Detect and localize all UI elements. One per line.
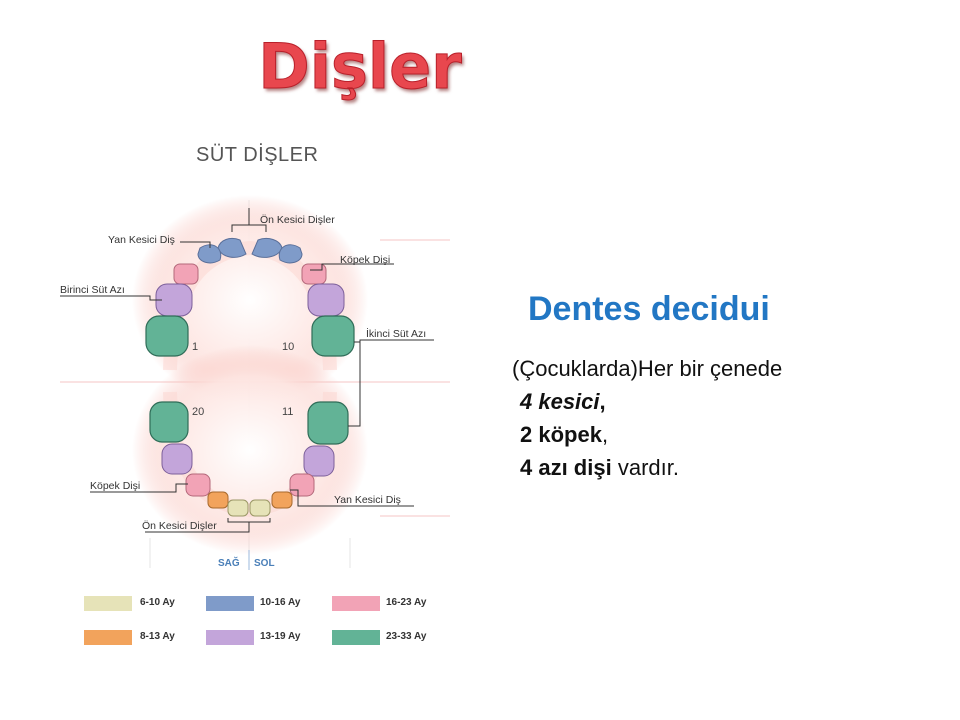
legend-label-2: 10-16 Ay (260, 597, 301, 608)
molar-line: 4 azı dişi vardır. (520, 455, 679, 481)
lower-arch-glow (132, 345, 368, 555)
legend-swatch-5 (206, 630, 254, 645)
upper-lateral-incisor-left (278, 244, 303, 264)
legend-label-4: 8-13 Ay (140, 631, 175, 642)
tooth-number-10: 10 (282, 341, 295, 353)
side-label-right: SAĞ (218, 558, 240, 569)
molar-tail: vardır. (611, 455, 679, 480)
label-first-molar: Birinci Süt Azı (60, 284, 125, 296)
molar-count: 4 azı dişi (520, 455, 612, 480)
canine-line: 2 köpek, (520, 422, 608, 448)
side-label-left: SOL (254, 558, 275, 569)
incisor-punct: , (599, 389, 606, 414)
lower-second-molar-left (307, 401, 349, 445)
canine-count: 2 köpek (520, 422, 602, 447)
lower-central-incisor-left (249, 499, 271, 517)
lower-lateral-incisor-left (271, 491, 293, 509)
leader-lines (60, 208, 434, 533)
slide-title: Dişler (258, 30, 463, 104)
upper-first-molar-left (307, 283, 345, 317)
lower-canine-right (185, 473, 211, 497)
label-lower-canine: Köpek Dişi (90, 480, 141, 492)
lower-canine-left (289, 473, 315, 497)
lower-first-molar-left (303, 445, 335, 477)
lower-lateral-incisor-right (207, 491, 229, 509)
upper-second-molar-left (311, 315, 355, 357)
legend-swatch-4 (84, 630, 132, 645)
lower-first-molar-right (161, 443, 193, 475)
upper-lateral-incisor-right (197, 244, 222, 264)
deciduous-teeth-diagram: SÜT DİŞLER Ön Kesici Dişler Yan Kesici D… (50, 130, 460, 660)
tooth-number-11: 11 (282, 406, 294, 418)
upper-second-molar-right (145, 315, 189, 357)
incisor-count: 4 kesici (520, 389, 600, 414)
legend-swatch-3 (332, 596, 380, 611)
dental-arch-illustration (60, 195, 450, 645)
lower-central-incisor-right (227, 499, 249, 517)
lower-second-molar-right (149, 401, 189, 443)
intro-line: (Çocuklarda)Her bir çenede (512, 356, 783, 381)
canine-punct: , (601, 422, 609, 447)
legend-label-1: 6-10 Ay (140, 597, 175, 608)
upper-canine-left (301, 263, 327, 285)
tooth-number-1: 1 (192, 341, 199, 353)
label-upper-central-incisors: Ön Kesici Dişler (260, 214, 335, 226)
legend-label-3: 16-23 Ay (386, 597, 427, 608)
label-lower-central-incisors: Ön Kesici Dişler (142, 520, 217, 532)
diagram-subtitle: SÜT DİŞLER (196, 144, 319, 166)
legend-label-5: 13-19 Ay (260, 631, 301, 642)
label-lower-lateral-incisor: Yan Kesici Diş (334, 494, 401, 506)
legend-swatch-6 (332, 630, 380, 645)
label-upper-canine: Köpek Dişi (340, 254, 391, 266)
legend-label-6: 23-33 Ay (386, 631, 427, 642)
upper-canine-right (173, 263, 199, 285)
tooth-number-20: 20 (192, 406, 205, 418)
incisor-line: 4 kesici, (520, 389, 606, 415)
legend-swatch-2 (206, 596, 254, 611)
latin-heading: Dentes decidui (528, 290, 770, 328)
legend-swatch-1 (84, 596, 132, 611)
upper-arch-glow (132, 195, 368, 405)
label-upper-lateral-incisor: Yan Kesici Diş (108, 234, 175, 246)
label-second-molar: İkinci Süt Azı (366, 328, 427, 340)
